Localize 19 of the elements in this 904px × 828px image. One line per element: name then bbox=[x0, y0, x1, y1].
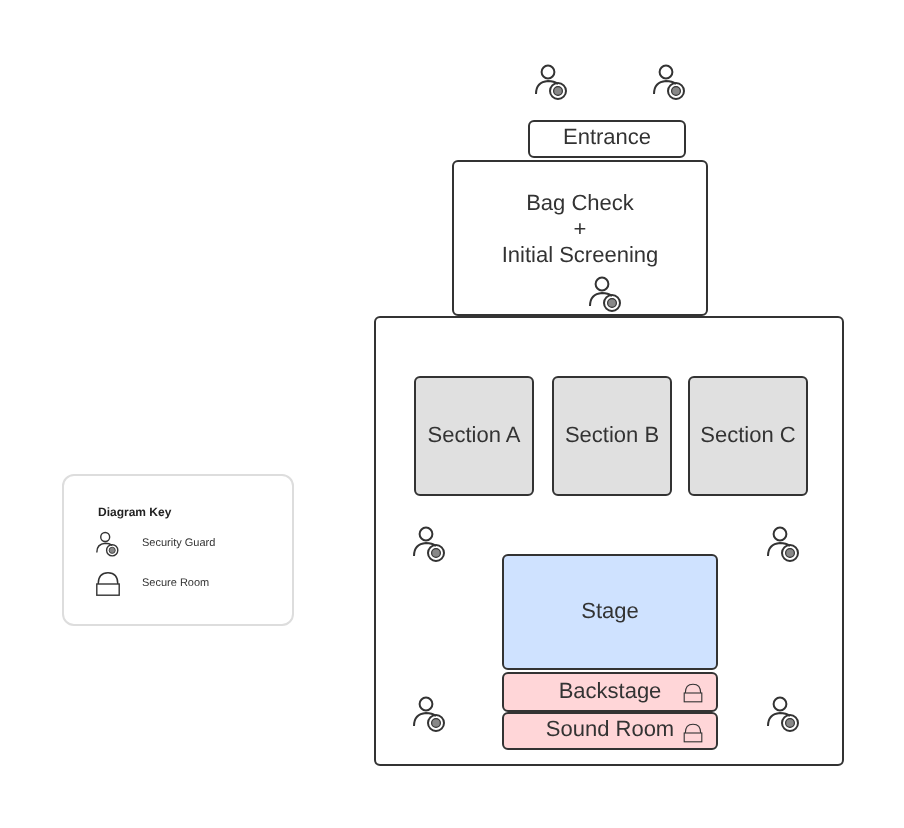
screening-box bbox=[452, 160, 708, 316]
section-box bbox=[414, 376, 534, 496]
section-box bbox=[688, 376, 808, 496]
room-label: Sound Room bbox=[545, 718, 675, 744]
room-label: Section A bbox=[427, 423, 521, 449]
room-label: Section B bbox=[564, 423, 660, 449]
room-label: Entrance bbox=[562, 126, 652, 152]
entrance-box bbox=[528, 120, 686, 158]
room-box bbox=[502, 672, 718, 712]
room-label: Backstage bbox=[558, 679, 662, 705]
room-label: Initial Screening bbox=[501, 244, 659, 270]
room-label: Section C bbox=[700, 423, 796, 449]
room-box bbox=[502, 712, 718, 750]
venue-floor-outline bbox=[374, 316, 844, 766]
room-label: Stage bbox=[581, 599, 639, 625]
section-box bbox=[552, 376, 672, 496]
room-label: + bbox=[573, 218, 587, 244]
room-label: Bag Check bbox=[526, 192, 634, 218]
stage-box bbox=[502, 554, 718, 670]
